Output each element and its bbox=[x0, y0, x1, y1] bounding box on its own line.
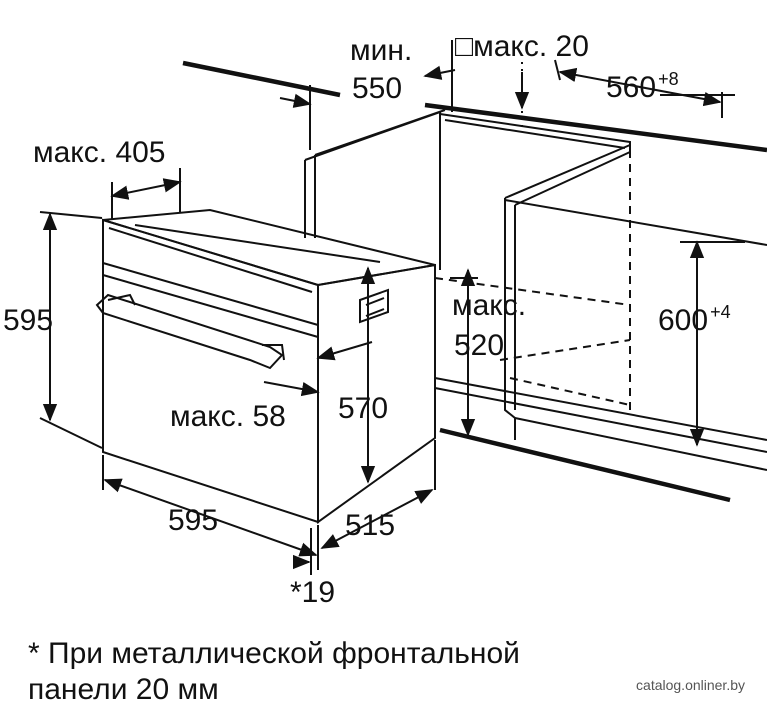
w560-value: 560 bbox=[606, 71, 656, 104]
h570-label: 570 bbox=[338, 392, 388, 425]
max20-label: □макс. 20 bbox=[455, 30, 589, 63]
w560-tolerance: +8 bbox=[658, 69, 679, 89]
svg-text:560+8: 560+8 bbox=[606, 69, 679, 104]
h595-label: 595 bbox=[3, 304, 53, 337]
max58-label: макс. 58 bbox=[170, 400, 286, 433]
h600-value: 600 bbox=[658, 304, 708, 337]
max520-label: макс. bbox=[452, 289, 526, 322]
note19-label: *19 bbox=[290, 576, 335, 609]
max405-label: макс. 405 bbox=[33, 136, 166, 169]
footnote-line-2: панели 20 мм bbox=[28, 673, 219, 706]
cabinet-niche bbox=[182, 60, 767, 503]
footnote-line-1: * При металлической фронтальной bbox=[28, 637, 520, 670]
w595-label: 595 bbox=[168, 504, 218, 537]
watermark: catalog.onliner.by bbox=[636, 677, 745, 693]
footnote: * При металлической фронтальной панели 2… bbox=[28, 636, 648, 708]
d515-label: 515 bbox=[345, 509, 395, 542]
dimension-lines bbox=[39, 40, 745, 575]
min-value: 550 bbox=[352, 72, 402, 105]
oven-body bbox=[95, 208, 436, 524]
max520-value: 520 bbox=[454, 329, 504, 362]
h600-tolerance: +4 bbox=[710, 302, 731, 322]
svg-text:600+4: 600+4 bbox=[658, 302, 731, 337]
min-label: мин. bbox=[350, 34, 412, 67]
